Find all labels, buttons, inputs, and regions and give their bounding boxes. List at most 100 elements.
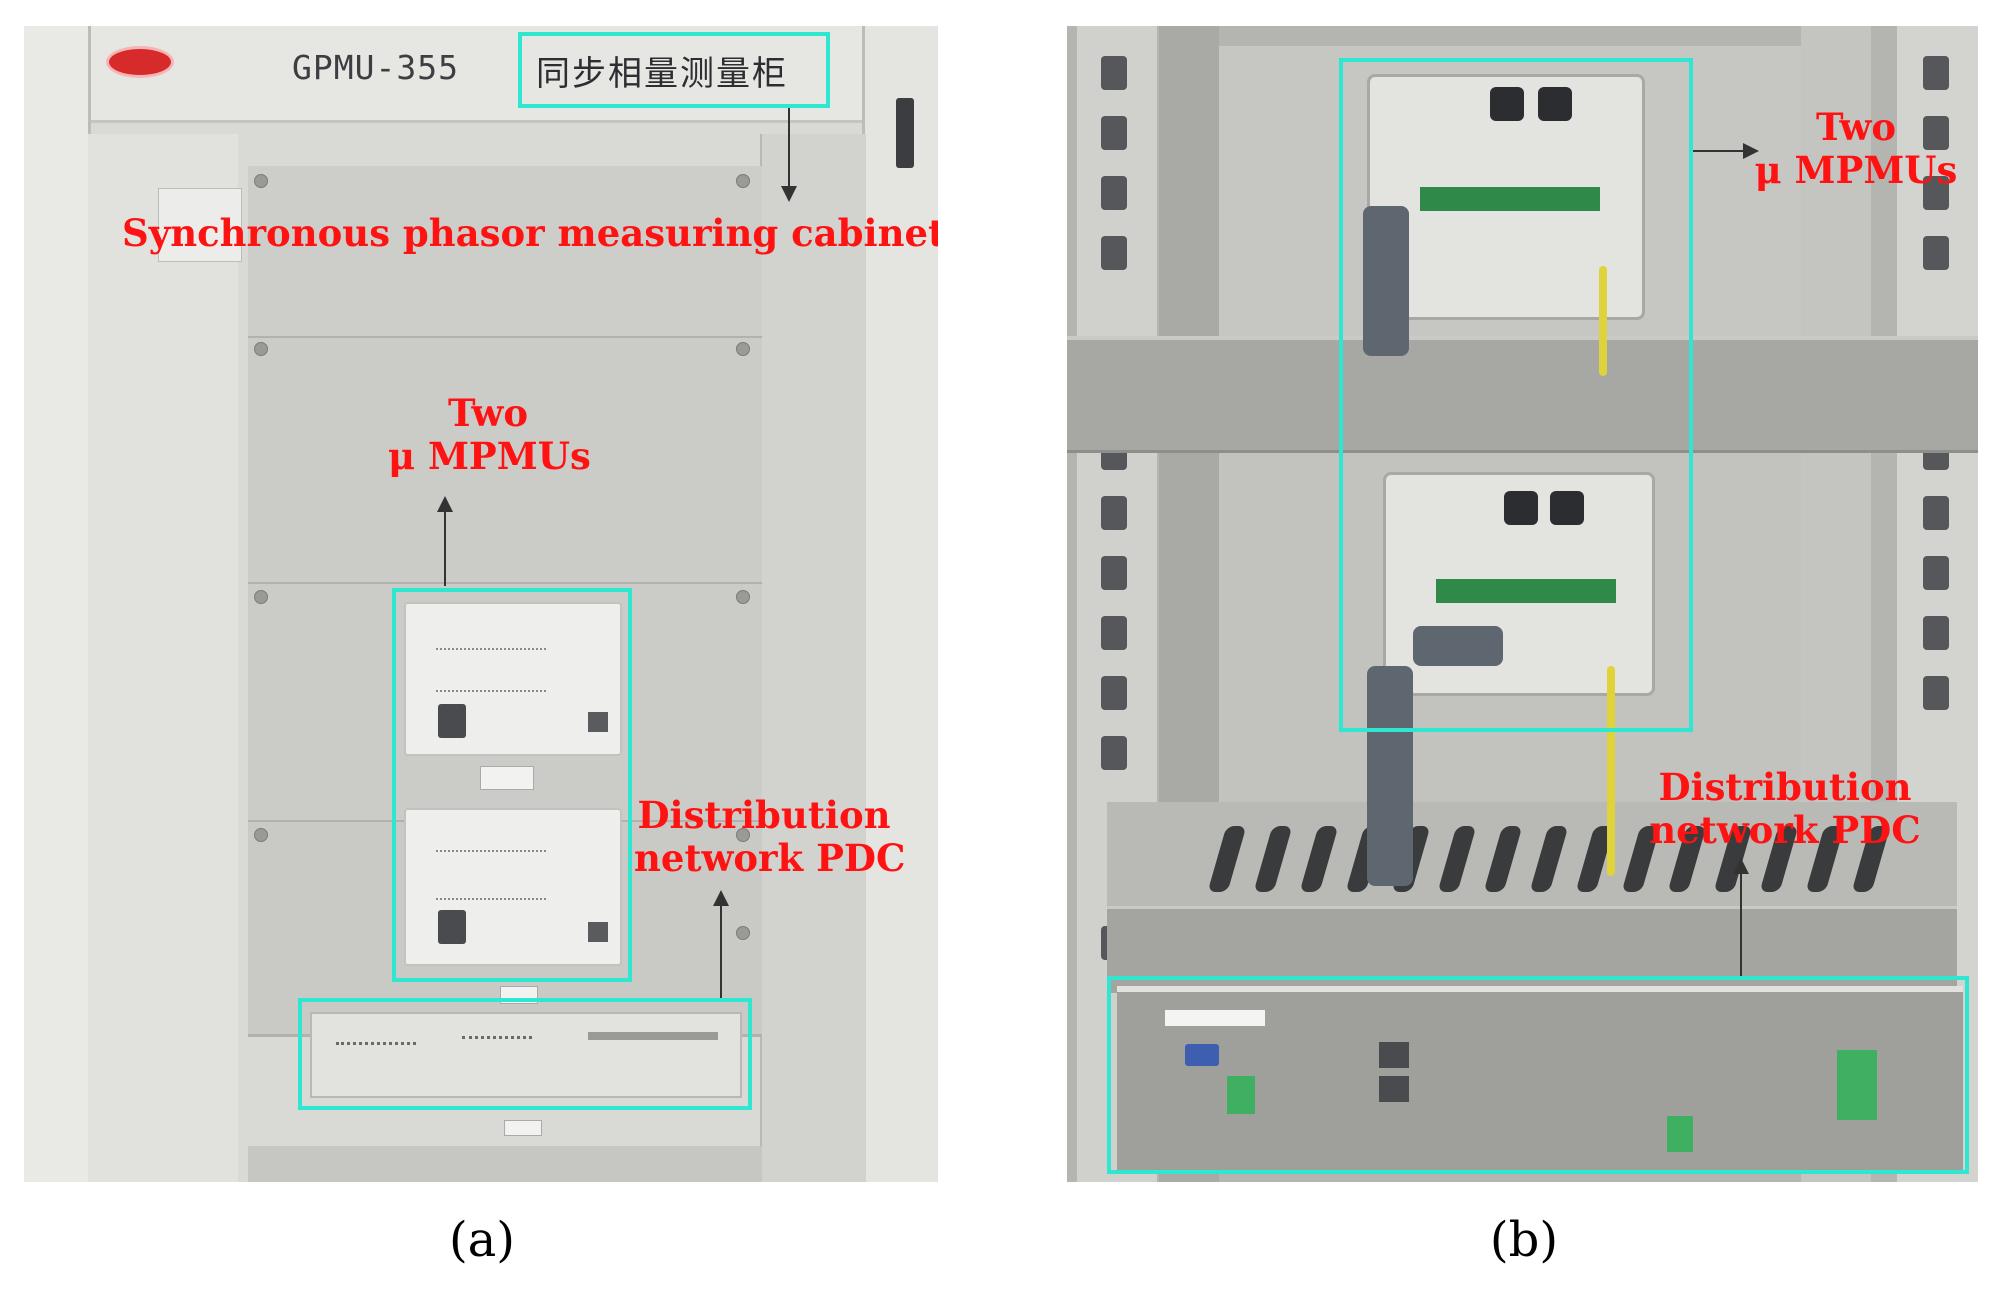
pdc-highlight-a <box>298 998 752 1110</box>
vga-port <box>1185 1044 1219 1066</box>
ethernet-port <box>1379 1076 1409 1102</box>
rail-slot <box>1101 556 1127 590</box>
rail-slot <box>1923 676 1949 710</box>
rail-slot <box>1101 116 1127 150</box>
rail-slot <box>1923 176 1949 210</box>
label-mpmus-a: Two μ MPMUs <box>388 391 591 478</box>
brand-logo <box>106 46 174 78</box>
pdc-led-row <box>462 1036 532 1051</box>
label-mpmus-b: Two μ MPMUs <box>1736 106 1976 191</box>
pdc-arrow-line-b <box>1740 872 1742 976</box>
device-tag <box>504 1120 542 1136</box>
nameplate <box>158 188 242 262</box>
device-port <box>438 910 466 944</box>
yellow-ground-wire <box>1599 266 1607 376</box>
mpmu-device-2 <box>404 808 622 966</box>
device-qr-code <box>588 922 608 942</box>
pdc-arrow-line-a <box>720 904 722 998</box>
green-connector <box>1837 1050 1877 1120</box>
device-led-row <box>436 850 546 900</box>
device-led-row <box>436 648 546 692</box>
pdc-arrow-head-a <box>713 890 729 906</box>
label-cabinet: Synchronous phasor measuring cabinet <box>122 211 938 255</box>
cable-bundle <box>1367 666 1413 886</box>
label-pdc-b: Distribution network PDC <box>1645 766 1925 851</box>
rail-slot <box>1101 236 1127 270</box>
rail-slot <box>1923 556 1949 590</box>
label-pdc-a: Distribution network PDC <box>634 793 906 880</box>
cabinet-handle <box>896 98 914 168</box>
ethernet-port <box>1379 1042 1409 1068</box>
photo-panel-b: Two μ MPMUs Distribution network PDC <box>1067 26 1978 1182</box>
pdc-led-row <box>336 1042 416 1057</box>
caption-b: (b) <box>1489 1212 1559 1268</box>
mpmus-highlight-a <box>392 588 632 982</box>
chinese-title: 同步相量测量柜 <box>536 54 788 94</box>
label-mpmus-line1: Two <box>448 391 528 435</box>
mpmus-arrow-head-a <box>437 496 453 512</box>
caption-a: (a) <box>448 1212 516 1268</box>
rail-slot <box>1923 236 1949 270</box>
connector-port <box>1504 491 1538 525</box>
cabinet-right-inner-frame <box>760 134 866 1182</box>
screw <box>736 342 750 356</box>
mpmus-arrow-head-b <box>1743 143 1759 159</box>
label-pdc-line1: Distribution <box>637 793 891 837</box>
rail-slot <box>1101 176 1127 210</box>
screw <box>254 828 268 842</box>
pdc-label-sticker <box>1165 1010 1265 1026</box>
rail-slot <box>1923 616 1949 650</box>
mpmus-arrow-line-a <box>444 510 446 586</box>
front-panel-top <box>248 166 762 339</box>
front-panel-upper <box>248 338 762 585</box>
connector-port <box>1490 87 1524 121</box>
screw <box>736 926 750 940</box>
label-pdc-line1: Distribution <box>1658 765 1912 809</box>
screw <box>736 590 750 604</box>
label-pdc-line2: network PDC <box>1649 807 1921 852</box>
cable-bundle <box>1413 626 1503 666</box>
pdc-device-a <box>310 1012 742 1098</box>
rail-slot <box>1923 116 1949 150</box>
label-mpmus-line1: Two <box>1816 105 1896 149</box>
label-mpmus-line2: μ MPMUs <box>1754 147 1958 192</box>
title-arrow-head <box>781 186 797 202</box>
cabinet-top-bar <box>24 26 938 123</box>
screw <box>254 174 268 188</box>
rail-slot <box>1923 56 1949 90</box>
mpmu-device-1 <box>404 602 622 756</box>
mpmu-unit-lower <box>1383 472 1655 696</box>
terminal-block <box>1436 579 1616 603</box>
device-port <box>438 704 466 738</box>
cabinet-left-inner-frame <box>88 134 238 1182</box>
screw <box>254 590 268 604</box>
mpmus-highlight-b <box>1339 58 1693 732</box>
cabinet-right-frame <box>862 26 938 1182</box>
device-tag <box>480 766 534 790</box>
screw <box>736 828 750 842</box>
rail-slot <box>1101 736 1127 770</box>
pdc-device-b <box>1117 986 1963 1172</box>
photo-panel-a: GPMU-355 同步相量测量柜 Synchronous phasor meas… <box>24 26 938 1182</box>
mpmu-unit-upper <box>1367 74 1645 320</box>
pdc-text-strip <box>588 1032 718 1040</box>
rail-slot <box>1101 496 1127 530</box>
cable-bundle <box>1363 206 1409 356</box>
screw <box>736 174 750 188</box>
rail-slot <box>1923 496 1949 530</box>
model-label: GPMU-355 <box>292 48 459 87</box>
pdc-arrow-head-b <box>1733 858 1749 874</box>
yellow-ground-wire <box>1607 666 1615 876</box>
rail-slot <box>1101 616 1127 650</box>
label-pdc-line2: network PDC <box>634 835 906 880</box>
rail-slot <box>1101 676 1127 710</box>
green-connector <box>1667 1116 1693 1152</box>
connector-port <box>1538 87 1572 121</box>
mpmus-arrow-line-b <box>1693 150 1745 152</box>
title-arrow-line <box>788 108 790 190</box>
chinese-title-highlight <box>518 32 830 108</box>
label-mpmus-line2: μ MPMUs <box>388 433 591 478</box>
screw <box>254 342 268 356</box>
cabinet-left-frame <box>24 26 91 1182</box>
connector-port <box>1550 491 1584 525</box>
